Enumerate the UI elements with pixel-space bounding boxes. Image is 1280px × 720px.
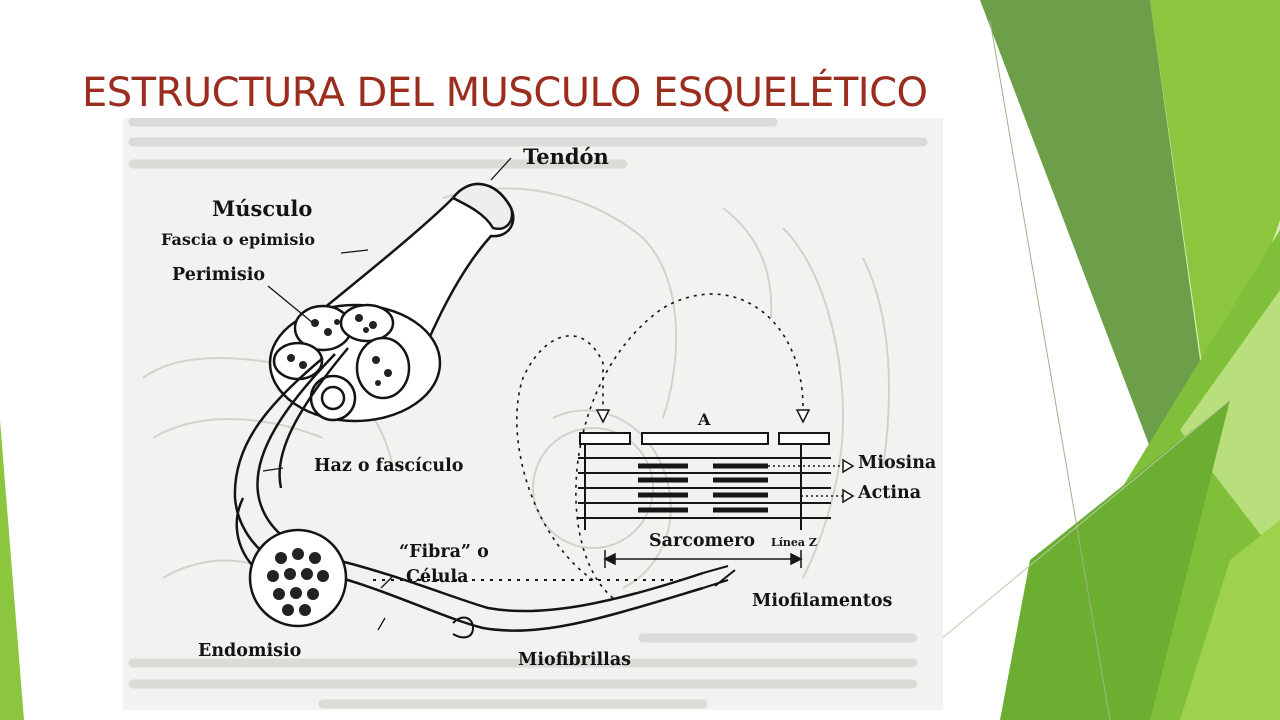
label-endomysium: Endomisio	[198, 641, 302, 661]
muscle-structure-diagram: Tendón Músculo Fascia o epimisio Perimis…	[123, 118, 943, 710]
label-fiber-line2: Célula	[406, 567, 469, 587]
label-fiber-line1: “Fibra” o	[399, 542, 489, 562]
label-fascia: Fascia o epimisio	[161, 230, 316, 249]
label-muscle: Músculo	[212, 196, 313, 221]
i-band-right	[778, 432, 830, 445]
green-decoration-left	[0, 420, 24, 720]
label-bundle: Haz o fascículo	[314, 456, 464, 476]
a-band	[641, 432, 769, 445]
label-actin: Actina	[858, 483, 922, 503]
i-band-left	[579, 432, 631, 445]
label-sarcomere: Sarcomero	[649, 531, 756, 551]
label-myosin: Miosina	[858, 453, 937, 473]
label-a-band: A	[698, 410, 711, 429]
label-z-line: Línea Z	[771, 536, 817, 549]
slide-title: ESTRUCTURA DEL MUSCULO ESQUELÉTICO	[82, 70, 928, 116]
label-myofilaments: Miofilamentos	[752, 591, 893, 611]
label-tendon: Tendón	[523, 144, 609, 169]
label-perimysium: Perimisio	[172, 265, 266, 285]
label-myofibrils: Miofibrillas	[518, 650, 632, 670]
